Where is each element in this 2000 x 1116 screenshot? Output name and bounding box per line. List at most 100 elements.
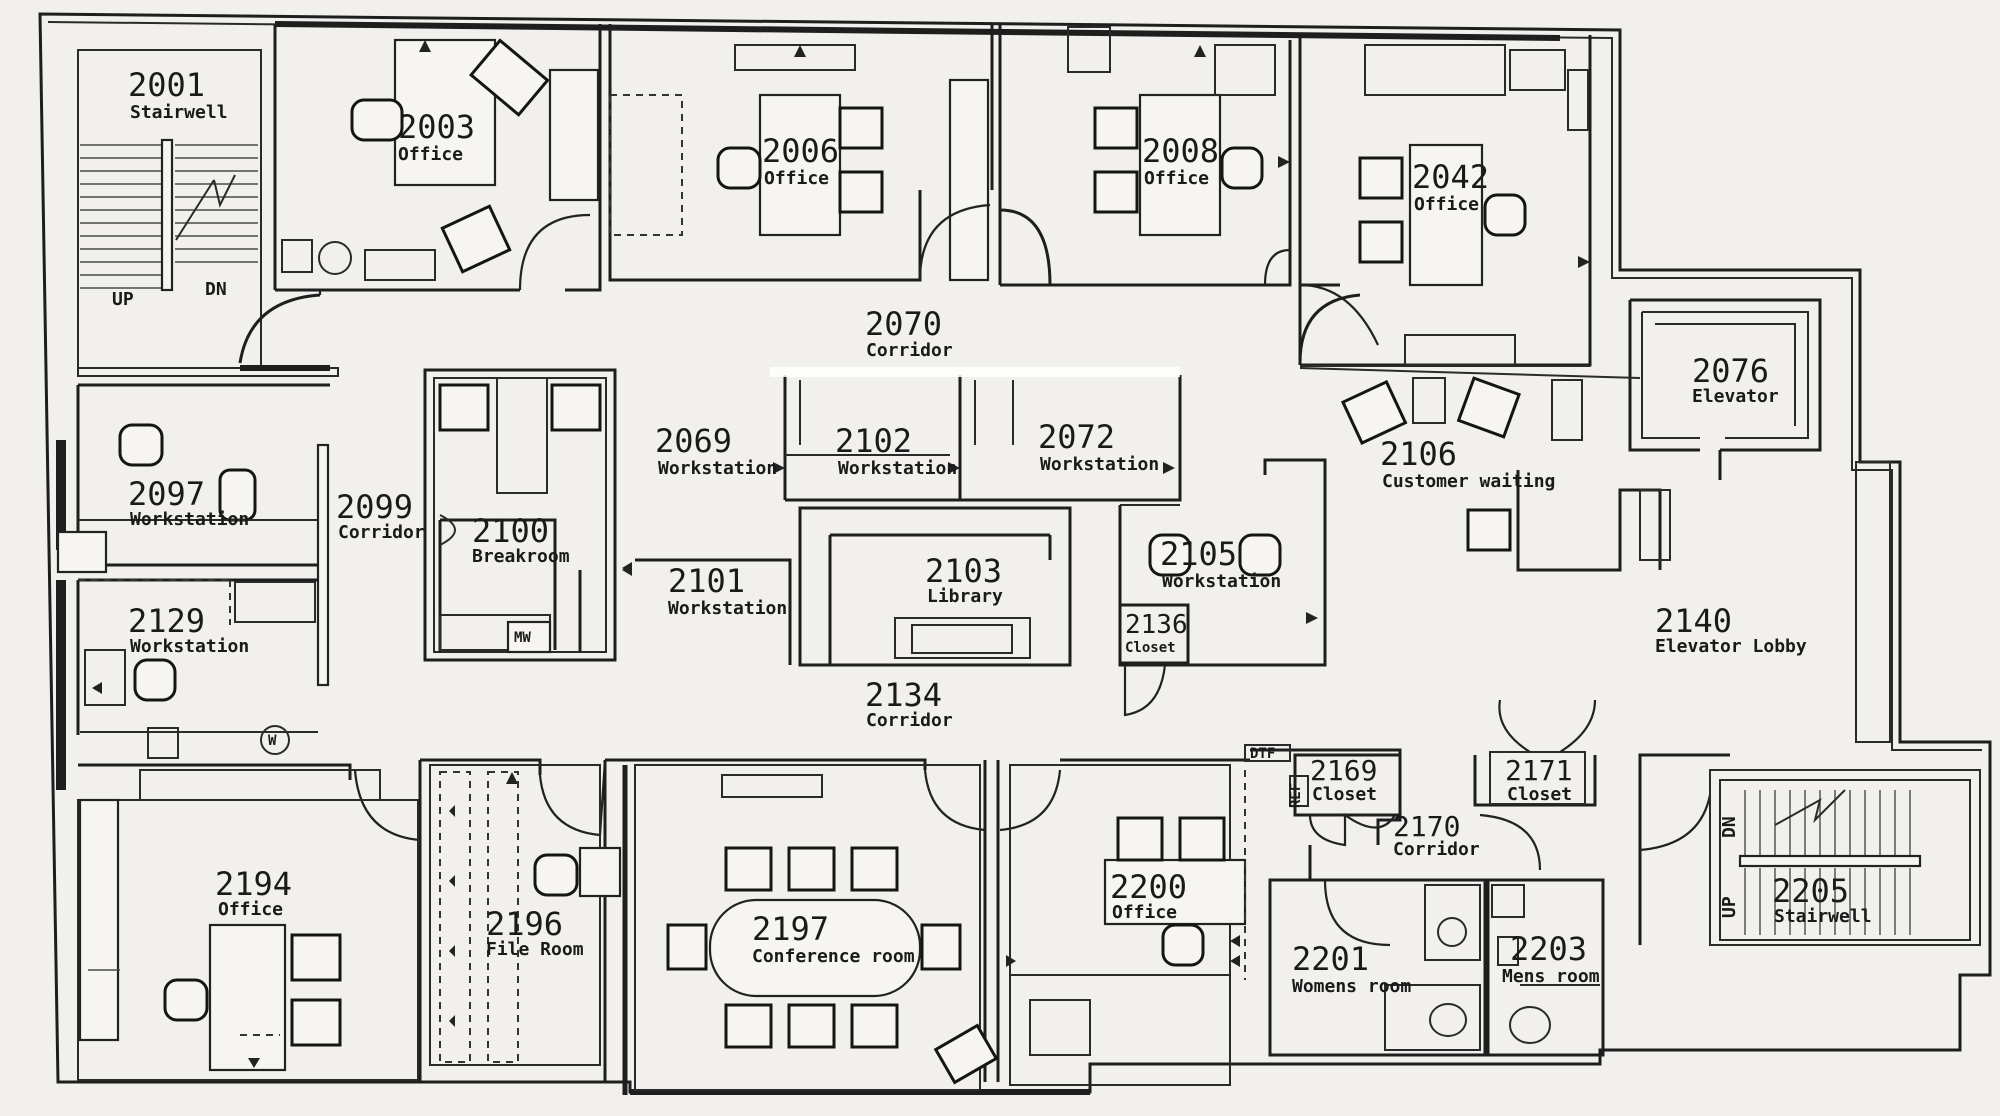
closet-2171 (1473, 699, 1597, 807)
room-number-2006: 2006 (762, 132, 839, 170)
room-labels: 2001 Stairwell UP DN 2003 Office 2006 Of… (112, 66, 1872, 997)
office-2042 (1298, 35, 1592, 367)
room-name-2140: Elevator Lobby (1655, 636, 1807, 657)
workstation-2105 (1118, 458, 1327, 667)
room-number-2100: 2100 (472, 512, 549, 550)
room-number-2197: 2197 (752, 910, 829, 948)
room-name-2102: Workstation (838, 458, 957, 479)
room-number-2140: 2140 (1655, 602, 1732, 640)
office-2194 (77, 798, 419, 1081)
room-number-2008: 2008 (1142, 132, 1219, 170)
room-number-2101: 2101 (668, 562, 745, 600)
elevator-lobby-window (1855, 461, 1891, 743)
room-name-2205: Stairwell (1774, 906, 1872, 927)
north-column-a (548, 68, 600, 202)
room-name-2076: Elevator (1692, 386, 1779, 407)
room-name-2194: Office (218, 899, 283, 920)
closet-2169 (1289, 753, 1402, 847)
exterior-walls (38, 12, 1992, 1095)
microwave-label: MW (514, 630, 531, 646)
water-fountain-label: W (268, 733, 277, 749)
room-name-2097: Workstation (130, 509, 249, 530)
room-number-2129: 2129 (128, 602, 205, 640)
room-name-2134: Corridor (866, 710, 953, 731)
room-number-2042: 2042 (1412, 158, 1489, 196)
file-room-2196 (429, 764, 622, 1066)
closet-2136 (1118, 603, 1190, 717)
room-number-2194: 2194 (215, 865, 292, 903)
room-name-2070: Corridor (866, 340, 953, 361)
room-name-2103: Library (927, 586, 1003, 607)
room-name-2003: Office (398, 144, 463, 165)
room-name-2200: Office (1112, 902, 1177, 923)
room-name-2129: Workstation (130, 636, 249, 657)
room-name-2201: Womens room (1292, 976, 1411, 997)
conference-2197 (634, 764, 999, 1091)
dtf-label: DTF (1250, 746, 1275, 762)
ref-label: REF (1288, 783, 1304, 808)
room-name-2136: Closet (1125, 640, 1176, 656)
stair-down-label-south: DN (1719, 816, 1740, 838)
west-column (56, 530, 108, 574)
office-2008 (998, 24, 1292, 287)
room-number-2070: 2070 (865, 305, 942, 343)
room-number-2097: 2097 (128, 475, 205, 513)
stair-up-label-north: UP (112, 289, 134, 310)
room-name-2001: Stairwell (130, 102, 228, 123)
room-number-2203: 2203 (1510, 930, 1587, 968)
room-number-2099: 2099 (336, 488, 413, 526)
office-2200 (1006, 744, 1291, 1086)
room-number-2171: 2171 (1505, 754, 1572, 787)
room-name-2072: Workstation (1040, 454, 1159, 475)
room-number-2072: 2072 (1038, 418, 1115, 456)
room-name-2197: Conference room (752, 946, 915, 967)
workstation-2101 (622, 558, 792, 665)
workstation-2129 (76, 578, 318, 759)
room-number-2076: 2076 (1692, 352, 1769, 390)
room-name-2008: Office (1144, 168, 1209, 189)
room-number-2069: 2069 (655, 422, 732, 460)
room-name-2100: Breakroom (472, 546, 570, 567)
womens-room-2201 (1268, 878, 1487, 1057)
room-name-2006: Office (764, 168, 829, 189)
room-name-2069: Workstation (658, 458, 777, 479)
room-number-2200: 2200 (1110, 868, 1187, 906)
library-2103 (798, 506, 1072, 667)
office-2006 (608, 24, 994, 282)
stair-up-label-south: UP (1719, 896, 1740, 918)
room-number-2105: 2105 (1160, 535, 1237, 573)
room-number-2136: 2136 (1125, 610, 1188, 640)
workstation-block (770, 367, 1182, 502)
office-2003 (273, 24, 602, 292)
room-number-2134: 2134 (865, 676, 942, 714)
room-number-2001: 2001 (128, 66, 205, 104)
room-number-2170: 2170 (1393, 810, 1460, 843)
corridor-2099-partition (316, 443, 330, 687)
room-number-2103: 2103 (925, 552, 1002, 590)
room-name-2171: Closet (1507, 784, 1572, 805)
room-number-2196: 2196 (486, 905, 563, 943)
corridor-2070 (238, 290, 1590, 371)
room-name-2169: Closet (1312, 784, 1377, 805)
room-name-2099: Corridor (338, 522, 425, 543)
workstation-2097 (76, 383, 330, 567)
window-west-upper (56, 440, 66, 550)
room-name-2105: Workstation (1162, 571, 1281, 592)
room-name-2101: Workstation (668, 598, 787, 619)
room-number-2169: 2169 (1310, 754, 1377, 787)
room-name-2203: Mens room (1502, 966, 1600, 987)
room-number-2102: 2102 (835, 422, 912, 460)
room-name-2170: Corridor (1393, 839, 1480, 860)
stair-down-label-north: DN (205, 279, 227, 300)
stairwell-2001 (77, 49, 339, 377)
elevator-2076 (1628, 298, 1822, 452)
room-number-2201: 2201 (1292, 940, 1369, 978)
room-name-2196: File Room (486, 939, 584, 960)
south-rooms-walls (78, 748, 1402, 1095)
room-number-2003: 2003 (398, 108, 475, 146)
customer-waiting-2106 (1299, 367, 1671, 572)
window-west-lower (56, 580, 66, 790)
breakroom-2100 (423, 368, 632, 662)
room-number-2205: 2205 (1772, 872, 1849, 910)
